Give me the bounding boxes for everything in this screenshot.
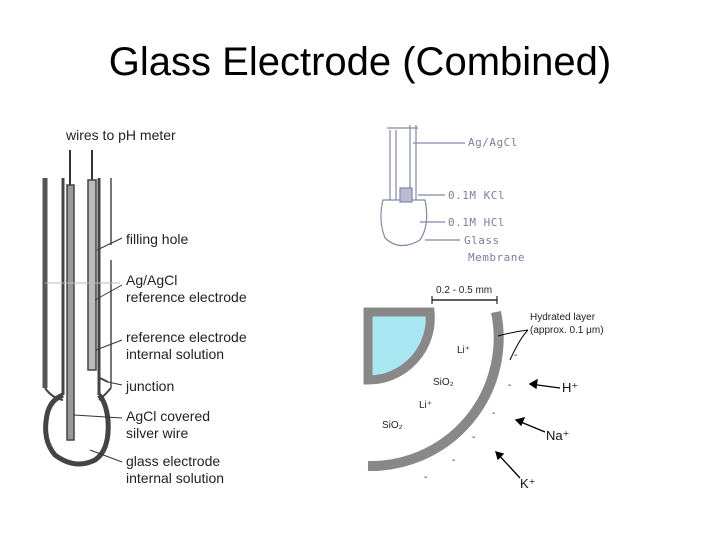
negative-charge: - [452, 455, 456, 466]
sio2-label: SiO₂ [382, 420, 403, 431]
sketch-label-kcl: 0.1M KCl [448, 189, 505, 202]
hydrated-layer-label-1: Hydrated layer [530, 312, 596, 323]
combined-electrode-drawing [42, 150, 123, 467]
label-ref-electrode-1: Ag/AgCl [126, 272, 178, 288]
negative-charge: - [514, 350, 518, 361]
label-agcl-wire-2: silver wire [126, 425, 189, 441]
sketch-label-membrane: Membrane [468, 251, 525, 264]
sketch-label-glass: Glass [464, 234, 500, 247]
thickness-label: 0.2 - 0.5 mm [436, 285, 493, 296]
negative-charge: - [508, 380, 512, 391]
membrane-section-drawing [363, 296, 561, 479]
negative-charge: - [424, 472, 428, 483]
label-junction: junction [126, 378, 175, 394]
negative-charge: - [492, 408, 496, 419]
sio2-label: SiO₂ [433, 377, 454, 388]
negative-charge: - [472, 432, 476, 443]
label-wires: wires to pH meter [66, 127, 176, 143]
label-glass-solution-2: internal solution [126, 470, 225, 486]
sketch-label-agagcl: Ag/AgCl [468, 136, 518, 149]
hydrated-layer-label-2: (approx. 0.1 μm) [530, 325, 604, 336]
label-agcl-wire-1: AgCl covered [126, 408, 211, 424]
li-ion-label: Li⁺ [419, 400, 433, 411]
label-filling-hole: filling hole [126, 231, 189, 247]
k-ion-label: K⁺ [520, 476, 536, 491]
sketch-label-hcl: 0.1M HCl [448, 216, 505, 229]
hand-sketch-drawing [380, 125, 465, 247]
label-ref-electrode-2: reference electrode [126, 289, 247, 305]
li-ion-label: Li⁺ [457, 345, 471, 356]
slide-title: Glass Electrode (Combined) [108, 40, 612, 84]
h-ion-label: H⁺ [562, 380, 579, 395]
label-ref-solution-1: reference electrode [126, 329, 247, 345]
na-ion-label: Na⁺ [546, 428, 570, 443]
label-ref-solution-2: internal solution [126, 346, 225, 362]
label-glass-solution-1: glass electrode [126, 453, 221, 469]
